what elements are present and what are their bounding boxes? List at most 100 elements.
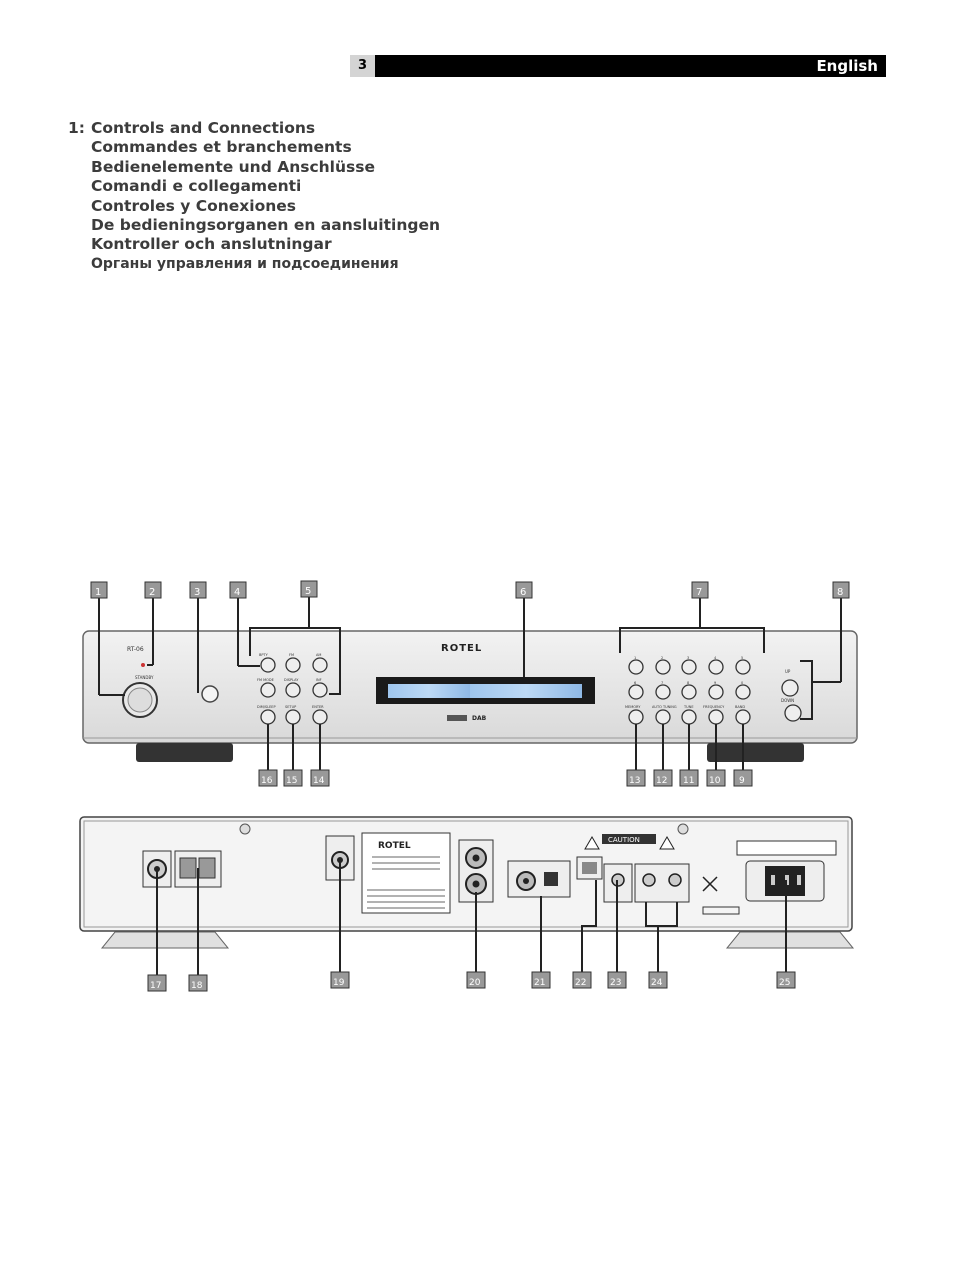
screw-icon bbox=[677, 823, 689, 835]
rear-panel: ROTEL CAUTION bbox=[79, 816, 855, 992]
callout-13: 13 bbox=[629, 776, 640, 786]
front-brand-logo: ROTEL bbox=[441, 643, 482, 654]
preset-4-button[interactable] bbox=[708, 659, 724, 675]
callout-23: 23 bbox=[610, 978, 621, 988]
svg-text:8: 8 bbox=[687, 681, 689, 685]
title-german: Bedienelemente und Anschlüsse bbox=[91, 157, 375, 176]
callout-9: 9 bbox=[739, 776, 745, 786]
svg-text:AUTO TUNING: AUTO TUNING bbox=[652, 705, 677, 709]
page-number: 3 bbox=[350, 55, 375, 77]
svg-text:0: 0 bbox=[741, 681, 743, 685]
memory-button[interactable] bbox=[628, 709, 644, 725]
svg-text:DISPLAY: DISPLAY bbox=[284, 678, 299, 682]
preset-6-button[interactable] bbox=[628, 684, 644, 700]
standby-label: STANDBY bbox=[135, 675, 154, 680]
svg-text:AM: AM bbox=[316, 653, 321, 657]
fm-rds-logo bbox=[447, 715, 467, 721]
down-button[interactable] bbox=[784, 704, 802, 722]
preset-5-button[interactable] bbox=[735, 659, 751, 675]
preset-2-button[interactable] bbox=[655, 659, 671, 675]
am-button[interactable] bbox=[312, 657, 328, 673]
callout-17: 17 bbox=[150, 981, 161, 991]
preset-1-button[interactable] bbox=[628, 659, 644, 675]
voltage-label bbox=[736, 840, 837, 856]
svg-text:DIM/SLEEP: DIM/SLEEP bbox=[257, 705, 276, 709]
caution-banner bbox=[602, 834, 656, 844]
callout-badges-bottom: 16 15 14 13 12 11 10 9 bbox=[258, 769, 753, 787]
caution-label: CAUTION bbox=[608, 836, 640, 844]
warning-triangle-icon bbox=[584, 836, 600, 850]
language-label: English bbox=[816, 57, 878, 75]
preset-9-button[interactable] bbox=[708, 684, 724, 700]
dim-sleep-button[interactable] bbox=[260, 709, 276, 725]
preset-7-button[interactable] bbox=[655, 684, 671, 700]
enter-button[interactable] bbox=[312, 709, 328, 725]
rear-info-label bbox=[361, 832, 451, 914]
title-italian: Comandi e collegamenti bbox=[91, 177, 302, 196]
fm-button[interactable] bbox=[285, 657, 301, 673]
up-button[interactable] bbox=[781, 679, 799, 697]
callout-6: 6 bbox=[520, 587, 526, 598]
lcd-segment-right bbox=[470, 684, 582, 698]
svg-text:2: 2 bbox=[661, 656, 663, 660]
title-english: Controls and Connections bbox=[91, 119, 316, 137]
rear-foot-right bbox=[725, 931, 855, 949]
keypad: 1 2 3 4 5 6 7 8 9 0 MEMORY AUTO TUNING T… bbox=[625, 656, 751, 725]
callout-4: 4 bbox=[234, 587, 240, 598]
svg-text:4: 4 bbox=[714, 656, 717, 660]
section-number: 1: bbox=[68, 119, 85, 137]
rear-callout-badges: 17 18 19 20 21 22 23 24 25 bbox=[147, 971, 796, 992]
callout-11: 11 bbox=[683, 776, 694, 786]
model-label: RT-06 bbox=[127, 646, 144, 653]
callout-12: 12 bbox=[656, 776, 667, 786]
callout-19: 19 bbox=[333, 978, 345, 988]
tune-button[interactable] bbox=[681, 709, 697, 725]
screw-icon bbox=[239, 823, 251, 835]
up-label: UP bbox=[785, 669, 791, 674]
title-spanish: Controles y Conexiones bbox=[91, 196, 297, 215]
optical-output-jack[interactable] bbox=[544, 872, 558, 886]
inf-button[interactable] bbox=[312, 682, 328, 698]
callout-25: 25 bbox=[779, 978, 790, 988]
weee-bin-icon bbox=[702, 876, 718, 892]
callout-22: 22 bbox=[575, 978, 586, 988]
callout-10: 10 bbox=[709, 776, 721, 786]
fm-mode-button[interactable] bbox=[260, 682, 276, 698]
callout-badges-top: 1 2 3 4 5 6 7 8 bbox=[90, 580, 850, 599]
title-russian: Органы управления и подсоединения bbox=[91, 255, 399, 272]
auto-tuning-button[interactable] bbox=[655, 709, 671, 725]
rear-foot-left bbox=[100, 931, 230, 949]
dab-logo: DAB bbox=[472, 715, 487, 722]
preset-8-button[interactable] bbox=[681, 684, 697, 700]
svg-text:TUNE: TUNE bbox=[683, 705, 694, 709]
callout-14: 14 bbox=[313, 776, 325, 786]
title-swedish: Kontroller och anslutningar bbox=[91, 235, 332, 254]
band-button[interactable] bbox=[735, 709, 751, 725]
svg-text:7: 7 bbox=[661, 681, 663, 685]
standby-led bbox=[141, 663, 145, 667]
title-dutch: De bedieningsorganen en aansluitingen bbox=[91, 215, 441, 234]
svg-text:MEMORY: MEMORY bbox=[625, 705, 641, 709]
lcd-segment-left bbox=[388, 684, 470, 698]
front-panel: RT-06 STANDBY BPTY FM AM FM MODE DISPLAY… bbox=[82, 580, 858, 787]
bpty-button[interactable] bbox=[260, 657, 276, 673]
svg-text:6: 6 bbox=[634, 681, 636, 685]
function-buttons: BPTY FM AM FM MODE DISPLAY INF DIM/SLEEP… bbox=[257, 653, 328, 725]
svg-text:FM: FM bbox=[289, 653, 294, 657]
svg-text:FM MODE: FM MODE bbox=[257, 678, 274, 682]
preset-3-button[interactable] bbox=[681, 659, 697, 675]
rear-callout-lines bbox=[156, 860, 787, 975]
callout-lines bbox=[98, 597, 842, 770]
svg-text:1: 1 bbox=[634, 656, 636, 660]
svg-text:5: 5 bbox=[741, 656, 743, 660]
callout-8: 8 bbox=[837, 587, 843, 598]
down-label: DOWN bbox=[781, 698, 794, 703]
svg-text:BAND: BAND bbox=[735, 705, 745, 709]
svg-text:INF: INF bbox=[316, 678, 322, 682]
display-button[interactable] bbox=[285, 682, 301, 698]
serial-number-label bbox=[702, 906, 740, 915]
frequency-button[interactable] bbox=[708, 709, 724, 725]
setup-button[interactable] bbox=[285, 709, 301, 725]
preset-0-button[interactable] bbox=[735, 684, 751, 700]
